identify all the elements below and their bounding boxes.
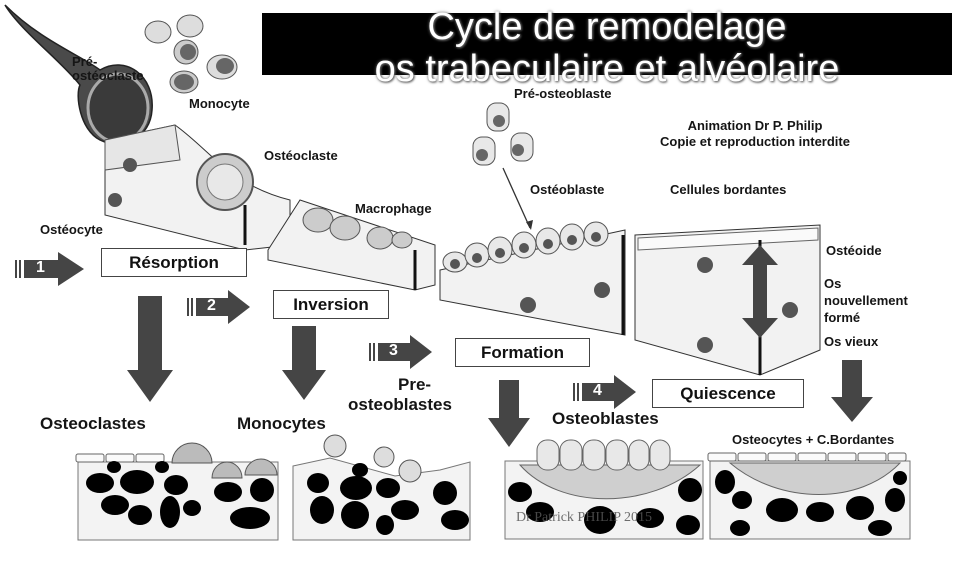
step-number-4: 4 bbox=[593, 382, 602, 399]
result-osteoclastes: Osteoclastes bbox=[40, 414, 146, 433]
result-pre-osteoblastes-1: Pre- bbox=[398, 375, 432, 394]
step-box-inversion: Inversion bbox=[273, 290, 389, 319]
step-number-1: 1 bbox=[36, 259, 45, 276]
down-arrow-3 bbox=[488, 380, 530, 447]
label-os-nouveau-2: nouvellement bbox=[824, 293, 908, 308]
down-arrow-4 bbox=[831, 360, 873, 422]
label-osteoclaste: Ostéoclaste bbox=[264, 148, 338, 163]
monocyte-cells bbox=[144, 14, 238, 94]
formation-bone-block bbox=[439, 221, 626, 336]
bottom-panel-osteoblastes bbox=[504, 439, 704, 540]
label-pre-osteoblaste: Pré-osteoblaste bbox=[514, 86, 612, 101]
credit-line-1: Animation Dr P. Philip bbox=[687, 118, 823, 133]
step-box-quiescence: Quiescence bbox=[652, 379, 804, 408]
title-line-1: Cycle de remodelage bbox=[427, 6, 787, 48]
thickness-double-arrow bbox=[742, 245, 778, 338]
step-number-2: 2 bbox=[207, 297, 216, 314]
step-arrow-2 bbox=[187, 290, 250, 324]
credit: Animation Dr P. Philip Copie et reproduc… bbox=[600, 118, 910, 150]
label-os-nouveau-3: formé bbox=[824, 310, 861, 325]
label-monocyte: Monocyte bbox=[189, 96, 250, 111]
pointer-line bbox=[502, 167, 531, 229]
label-os-vieux: Os vieux bbox=[824, 334, 879, 349]
pre-osteoblast-cells bbox=[472, 102, 534, 166]
label-osteoblaste: Ostéoblaste bbox=[530, 182, 605, 197]
label-os-nouveau-1: Os bbox=[824, 276, 842, 291]
inversion-bone-block bbox=[267, 199, 436, 291]
step-arrow-1 bbox=[15, 252, 84, 286]
step-arrow-4 bbox=[573, 375, 636, 409]
down-arrow-1 bbox=[127, 296, 173, 402]
label-osteoide: Ostéoide bbox=[826, 243, 882, 258]
resorption-bone-block bbox=[104, 124, 291, 251]
down-arrow-2 bbox=[282, 326, 326, 400]
bottom-panel-osteoclastes bbox=[75, 442, 279, 541]
result-pre-osteoblastes-2: osteoblastes bbox=[348, 395, 452, 414]
bottom-panel-monocytes bbox=[292, 434, 471, 541]
result-osteocytes-bordantes: Osteocytes + C.Bordantes bbox=[732, 432, 895, 447]
title-banner bbox=[262, 13, 952, 75]
result-osteoblastes: Osteoblastes bbox=[552, 409, 659, 428]
step-arrow-3 bbox=[369, 335, 432, 369]
label-pre-osteoclaste-1: Pré- bbox=[72, 54, 98, 69]
watermark: Dr Patrick PHILIP 2015 bbox=[516, 510, 652, 525]
bottom-panel-osteocytes bbox=[707, 452, 911, 540]
title-line-2: os trabeculaire et alvéolaire bbox=[374, 48, 840, 90]
result-monocytes: Monocytes bbox=[237, 414, 326, 433]
credit-line-2: Copie et reproduction interdite bbox=[660, 134, 850, 149]
step-box-resorption: Résorption bbox=[101, 248, 247, 277]
label-macrophage: Macrophage bbox=[355, 201, 432, 216]
label-cellules-bordantes: Cellules bordantes bbox=[670, 182, 787, 197]
step-box-formation: Formation bbox=[455, 338, 590, 367]
label-osteocyte: Ostéocyte bbox=[40, 222, 103, 237]
step-number-3: 3 bbox=[389, 342, 398, 359]
quiescence-bone-block bbox=[634, 224, 821, 376]
label-pre-osteoclaste-2: ostéoclaste bbox=[72, 68, 144, 83]
